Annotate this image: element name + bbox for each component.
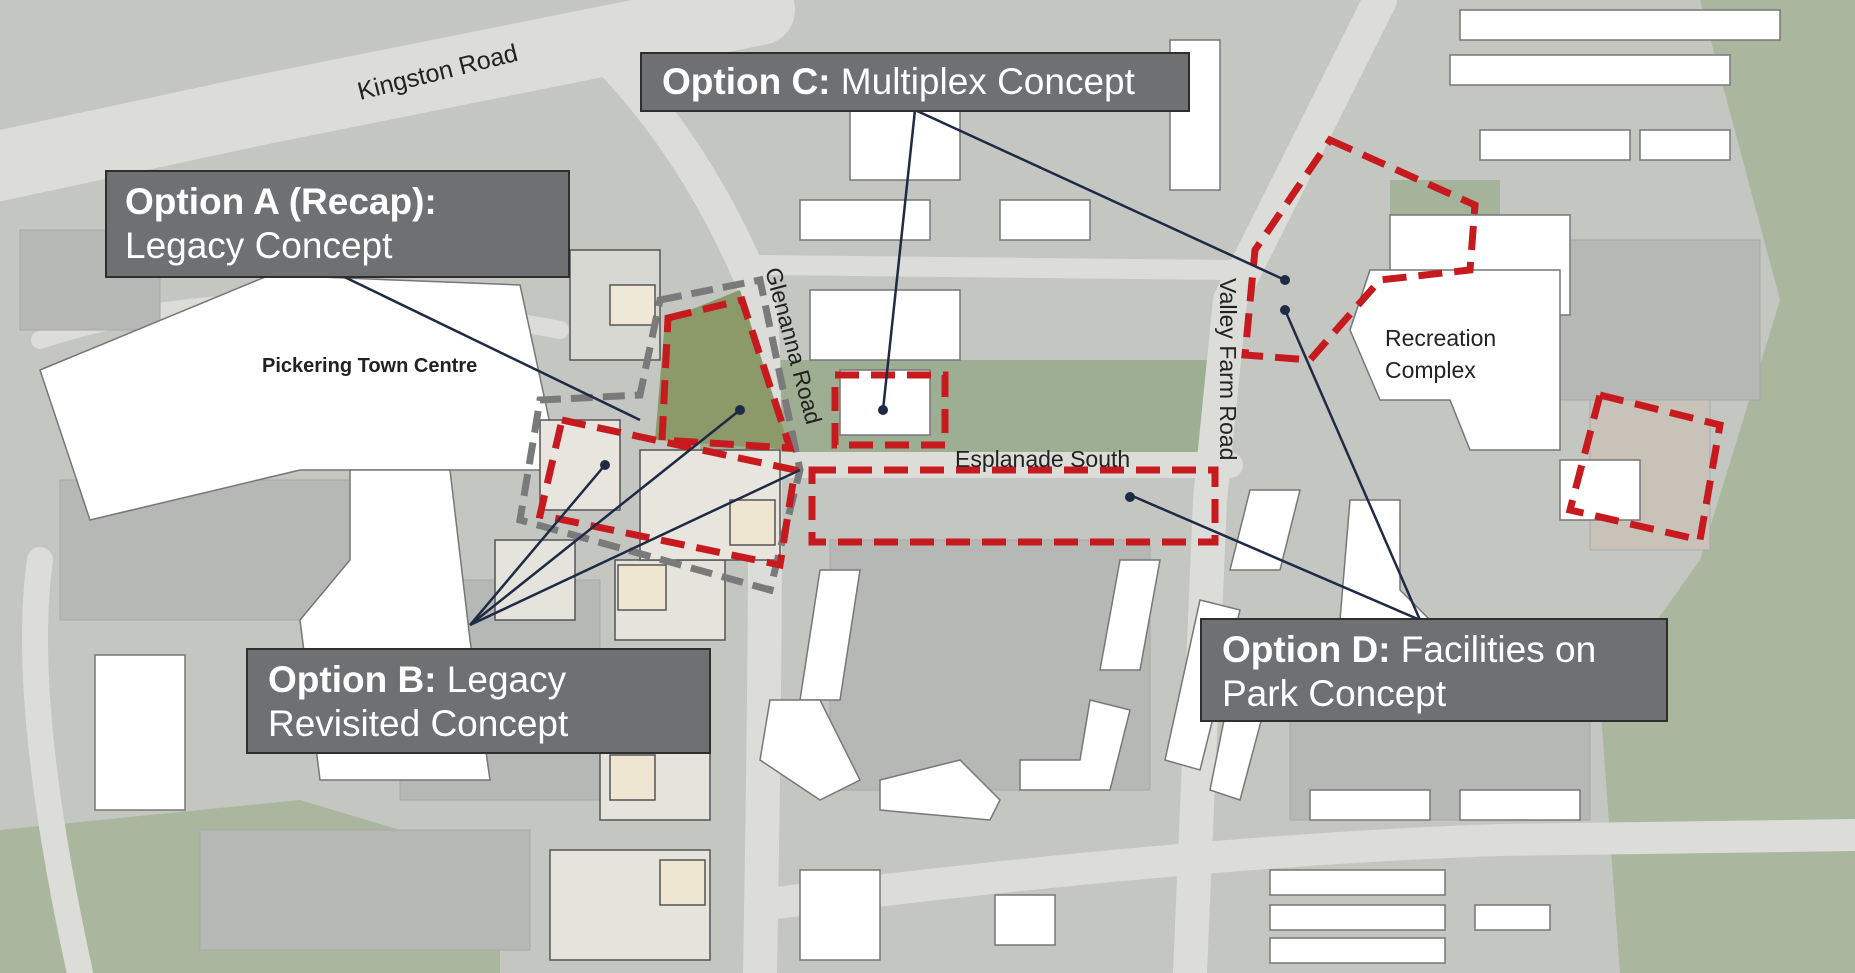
glenanna-road-surface — [583, 33, 782, 973]
town-centre-label: Pickering Town Centre — [262, 355, 477, 377]
option-b-description-line2: Revisited Concept — [268, 703, 569, 744]
option-a-green-site — [655, 290, 790, 450]
recreation-complex-building — [1349, 269, 1561, 451]
option-a-site — [658, 295, 795, 452]
recreation-label-line1: Recreation — [1385, 325, 1496, 351]
option-c-callout: Option C: Multiplex Concept — [640, 52, 1190, 112]
leader-lines — [329, 108, 1422, 627]
proposed-buildings — [494, 249, 781, 961]
option-d-upper-site — [1241, 135, 1479, 364]
option-b-callout: Option B: Legacy Revisited Concept — [246, 648, 711, 754]
option-c-title: Option C: — [662, 61, 831, 102]
study-boundary — [516, 275, 804, 595]
option-b-site — [535, 415, 799, 570]
option-b-description-line1: Legacy — [446, 659, 567, 700]
west-road-surface — [22, 547, 93, 973]
valley-farm-road-label: Valley Farm Road — [1215, 278, 1241, 460]
option-c-site — [831, 371, 949, 449]
option-d-east-site — [1565, 390, 1725, 545]
recreation-label-line2: Complex — [1385, 357, 1476, 383]
lower-road-surface — [744, 819, 1855, 921]
option-site-outlines — [535, 135, 1725, 570]
kingston-road-surface — [0, 0, 795, 202]
option-d-park-site — [808, 466, 1219, 546]
option-a-description: Legacy Concept — [125, 225, 393, 266]
option-d-title: Option D: — [1222, 629, 1391, 670]
option-d-description-line1: Facilities on — [1400, 629, 1597, 670]
option-d-callout: Option D: Facilities on Park Concept — [1200, 618, 1668, 722]
option-c-description: Multiplex Concept — [840, 61, 1135, 102]
leader-dots — [600, 275, 1290, 502]
esplanade-south-label: Esplanade South — [955, 446, 1130, 472]
option-d-description-line2: Park Concept — [1222, 673, 1447, 714]
option-b-title: Option B: — [268, 659, 437, 700]
option-a-callout: Option A (Recap): Legacy Concept — [105, 170, 570, 278]
option-a-title: Option A (Recap): — [125, 181, 437, 222]
